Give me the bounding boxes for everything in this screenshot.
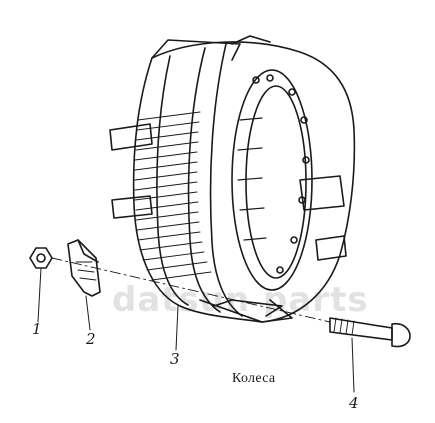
assembly-axis (51, 257, 331, 323)
lug-top-left (151, 39, 241, 61)
bracket-right-upper (299, 175, 345, 211)
callout-4: 4 (349, 394, 359, 412)
clamp-part-2 (67, 239, 101, 297)
callout-1: 1 (32, 320, 42, 338)
figure-caption: Колеса (232, 371, 276, 386)
rim-groove-2 (187, 47, 221, 313)
callout-3: 3 (170, 350, 180, 368)
hub-opening (231, 69, 313, 291)
lug-top-right (231, 35, 271, 45)
leader-1 (37, 267, 42, 323)
leader-2 (85, 295, 91, 331)
bolt-part-4 (329, 317, 411, 348)
hub-bolt-holes (252, 74, 310, 274)
callout-2: 2 (86, 330, 96, 348)
rim-groove-3 (209, 43, 243, 317)
bracket-right-lower (315, 235, 347, 261)
bottom-plate (213, 299, 283, 317)
bottom-bracket (199, 299, 293, 323)
hub-inner-ring (245, 85, 307, 279)
lug-left-lower (111, 195, 153, 219)
rim-hatching (134, 111, 212, 281)
leader-3 (175, 305, 179, 351)
leader-4 (351, 337, 355, 393)
rim-front-edge (132, 57, 263, 323)
nut-part-1 (29, 247, 53, 269)
rim-back-edge (151, 41, 356, 323)
lug-left-upper (109, 123, 153, 151)
inner-ribs (237, 117, 267, 241)
